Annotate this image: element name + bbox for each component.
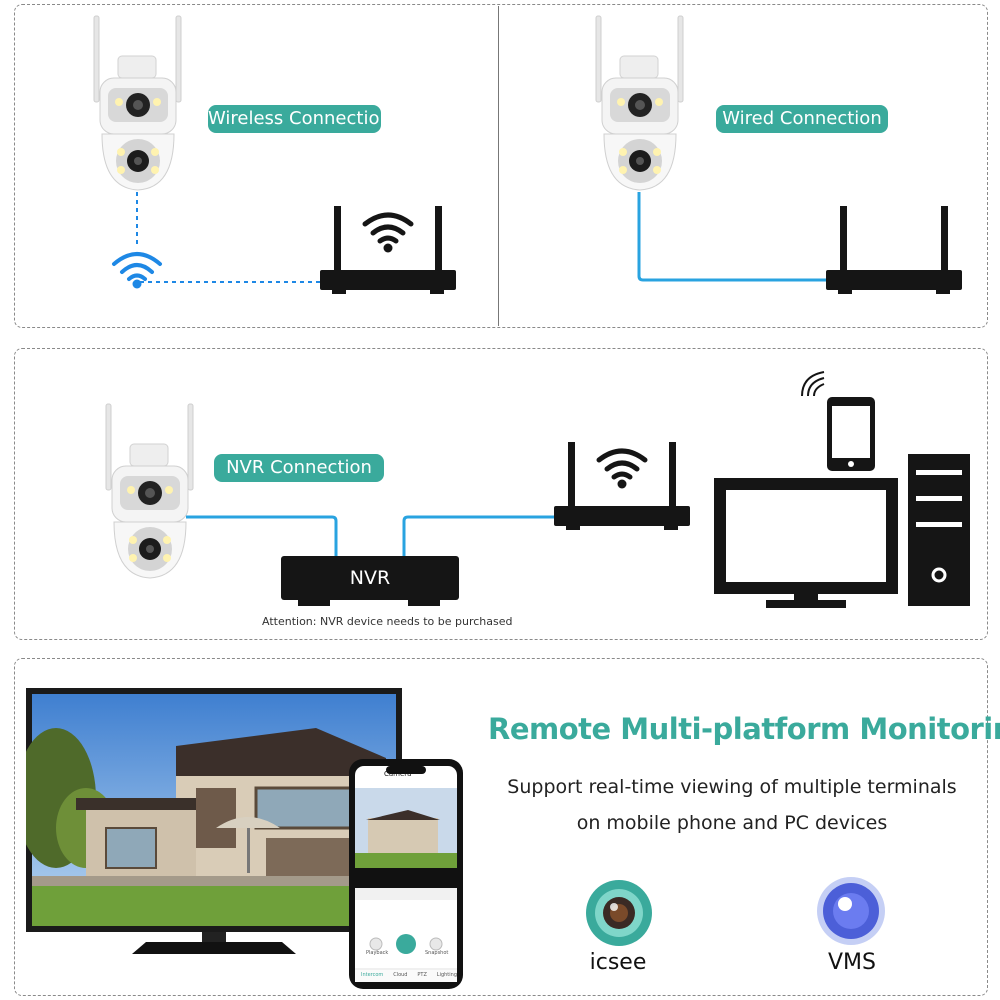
router-icon — [826, 206, 962, 294]
nvr-foot — [298, 598, 330, 606]
smartphone-icon — [827, 397, 875, 471]
icsee-app-label: icsee — [589, 950, 647, 975]
wireless-link — [136, 192, 320, 283]
phone-tab-bar: Intercom Cloud PTZ Lighting — [361, 972, 457, 978]
nvr-device: NVR — [281, 556, 459, 600]
vms-app-icon — [817, 877, 885, 945]
phone-tab-lighting[interactable]: Lighting — [436, 972, 457, 978]
nvr-device-label: NVR — [349, 567, 391, 589]
remote-monitoring-subline-1: Support real-time viewing of multiple te… — [507, 776, 957, 798]
vms-app-label: VMS — [828, 950, 876, 975]
camera-icon — [595, 15, 684, 191]
panel-divider — [498, 6, 499, 326]
icsee-app-icon — [586, 880, 652, 946]
nvr-foot — [408, 598, 440, 606]
remote-monitoring-subline-2: on mobile phone and PC devices — [576, 812, 888, 834]
phone-screen-title: Camera — [384, 770, 412, 778]
phone-button-playback[interactable]: Playback — [366, 950, 389, 956]
wifi-signal-icon — [112, 252, 162, 289]
smartphone-app-mockup — [349, 759, 463, 989]
phone-tab-cloud[interactable]: Cloud — [393, 972, 408, 978]
tv-monitor — [26, 688, 402, 954]
phone-tab-ptz[interactable]: PTZ — [417, 972, 427, 978]
camera-icon — [93, 15, 182, 191]
wireless-connection-label: Wireless Connection — [208, 105, 391, 133]
remote-monitoring-headline: Remote Multi-platform Monitoring — [488, 712, 1000, 746]
wired-connection-label: Wired Connection — [716, 105, 888, 133]
monitor-icon — [714, 478, 898, 608]
phone-button-snapshot[interactable]: Snapshot — [425, 950, 449, 956]
pc-tower-icon — [908, 454, 970, 606]
wifi-signal-icon — [801, 371, 825, 397]
nvr-attention-note: Attention: NVR device needs to be purcha… — [262, 615, 513, 628]
nvr-connection-label: NVR Connection — [214, 454, 384, 482]
phone-tab-intercom[interactable]: Intercom — [361, 972, 384, 978]
router-icon — [320, 206, 456, 294]
router-icon — [554, 442, 690, 530]
ethernet-cable — [186, 515, 560, 558]
camera-icon — [105, 403, 194, 579]
ethernet-cable — [637, 192, 835, 282]
